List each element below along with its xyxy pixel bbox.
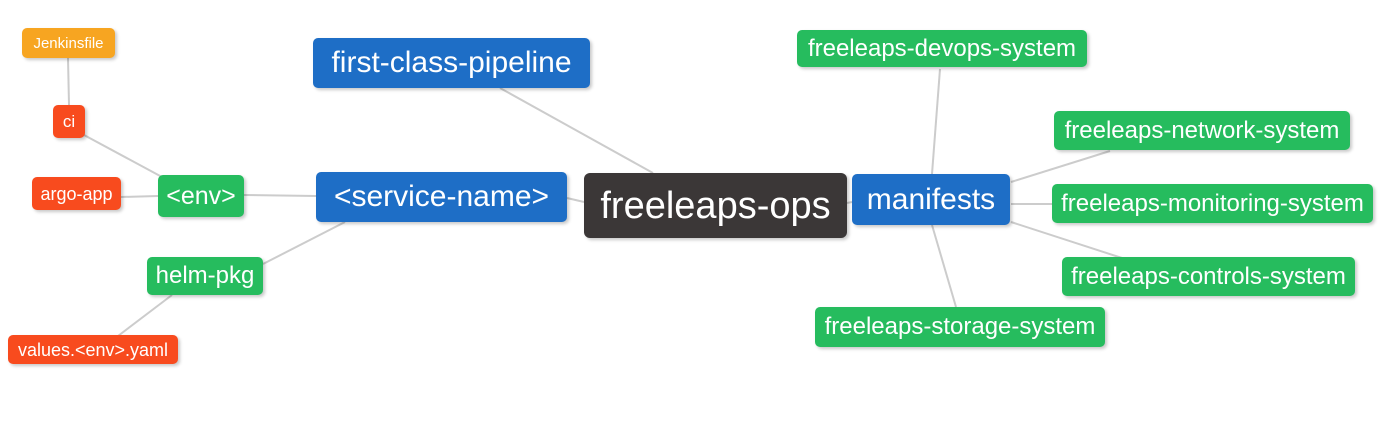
node-ci[interactable]: ci [53,105,85,138]
node-jenkinsfile[interactable]: Jenkinsfile [22,28,115,58]
node-freeleaps-network-system[interactable]: freeleaps-network-system [1054,111,1350,150]
node-service-name[interactable]: <service-name> [316,172,567,222]
node-root-freeleaps-ops[interactable]: freeleaps-ops [584,173,847,238]
node-first-class-pipeline[interactable]: first-class-pipeline [313,38,590,88]
edge-jenkinsfile-ci [67,57,70,106]
node-helm-pkg[interactable]: helm-pkg [147,257,263,295]
node-manifests[interactable]: manifests [852,174,1010,225]
edge-ci-env [83,134,163,178]
edge-manifests-controls [1010,221,1123,259]
edge-service-name-root [566,197,585,203]
node-values-env-yaml[interactable]: values.<env>.yaml [8,335,178,364]
edge-argo-app-env [120,195,159,198]
node-freeleaps-devops-system[interactable]: freeleaps-devops-system [797,30,1087,67]
node-argo-app[interactable]: argo-app [32,177,121,210]
edge-manifests-network [1010,150,1111,183]
node-freeleaps-storage-system[interactable]: freeleaps-storage-system [815,307,1105,347]
node-freeleaps-monitoring-system[interactable]: freeleaps-monitoring-system [1052,184,1373,223]
node-freeleaps-controls-system[interactable]: freeleaps-controls-system [1062,257,1355,296]
edge-pipeline-root [499,87,654,174]
node-env[interactable]: <env> [158,175,244,217]
edge-manifests-devops [931,68,941,175]
edge-manifests-storage [931,224,957,308]
edge-helm-pkg-values-yaml [117,294,173,337]
edge-env-service-name [243,194,317,197]
edge-service-name-helm-pkg [262,221,346,265]
